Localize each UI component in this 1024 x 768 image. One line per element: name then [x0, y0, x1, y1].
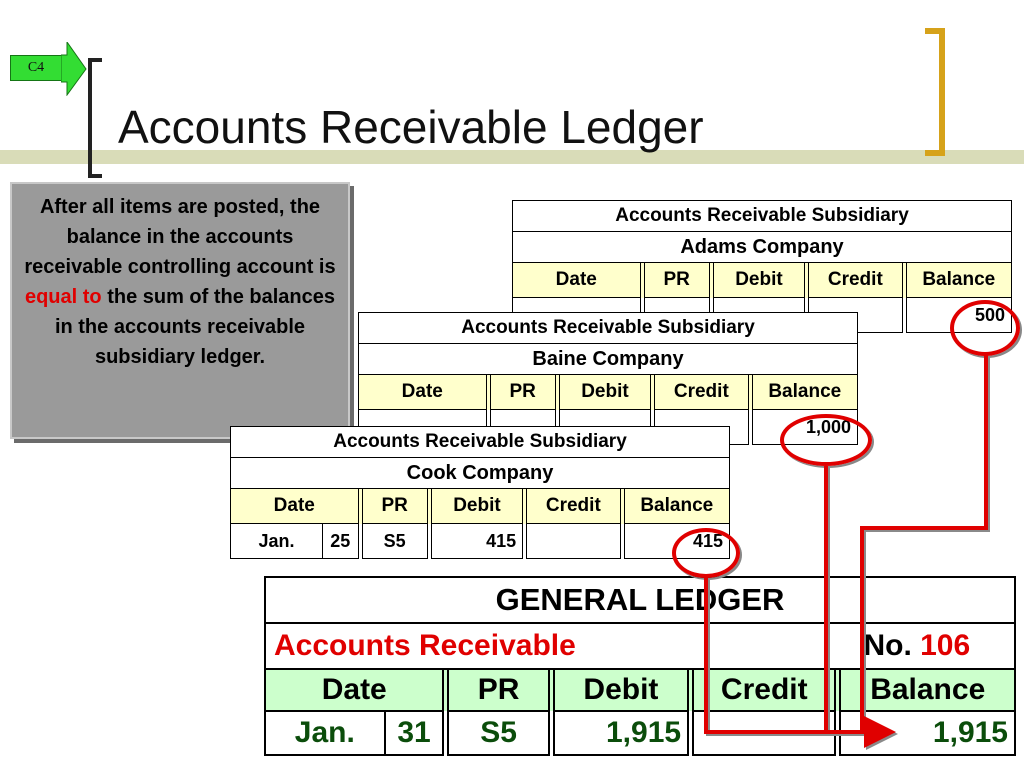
gl-debit-cell: 1,915	[552, 710, 690, 756]
col-header-debit: Debit	[558, 374, 652, 410]
col-header-date: Date	[512, 262, 641, 298]
col-header-pr: PR	[361, 488, 428, 524]
subsidiary-name: Cook Company	[230, 457, 730, 489]
col-header-balance: Balance	[751, 374, 859, 410]
account-number-value: 106	[920, 629, 971, 662]
subsidiary-title: Accounts Receivable Subsidiary	[230, 426, 730, 458]
col-header-pr: PR	[489, 374, 556, 410]
gl-col-header-balance: Balance	[839, 668, 1016, 712]
col-header-balance: Balance	[905, 262, 1013, 298]
general-ledger-title: GENERAL LEDGER	[264, 576, 1016, 624]
gl-date-day-cell: 31	[383, 710, 445, 756]
date-day-cell: 25	[322, 523, 359, 559]
col-header-debit: Debit	[712, 262, 806, 298]
gl-col-header-date: Date	[263, 668, 445, 712]
explanation-note: After all items are posted, the balance …	[10, 182, 350, 439]
col-header-date: Date	[230, 488, 359, 524]
credit-cell	[526, 523, 621, 559]
col-header-date: Date	[358, 374, 487, 410]
account-name: Accounts Receivable	[263, 622, 836, 670]
subsidiary-title: Accounts Receivable Subsidiary	[512, 200, 1012, 232]
col-header-debit: Debit	[430, 488, 524, 524]
left-bracket-decoration	[88, 58, 102, 178]
subsidiary-name: Adams Company	[512, 231, 1012, 263]
slide-title: Accounts Receivable Ledger	[118, 101, 704, 153]
note-highlight: equal to	[24, 286, 102, 308]
callout-circle-adams	[950, 300, 1020, 356]
date-month-cell: Jan.	[229, 523, 324, 559]
subsidiary-card-cook: Accounts Receivable Subsidiary Cook Comp…	[229, 426, 731, 559]
gl-col-header-debit: Debit	[552, 668, 690, 712]
connector-line-cook	[704, 578, 888, 734]
arrow-right-icon	[61, 42, 87, 96]
right-bracket-decoration	[925, 28, 945, 156]
note-text-before: After all items are posted, the balance …	[24, 196, 336, 278]
title-underline-band	[0, 150, 1024, 164]
callout-circle-cook	[672, 528, 740, 578]
account-number: No. 106	[835, 622, 1016, 670]
pr-cell: S5	[361, 523, 428, 559]
callout-circle-baine	[780, 414, 872, 466]
connector-line-baine	[824, 466, 888, 734]
general-ledger-table: GENERAL LEDGER Accounts Receivable No. 1…	[263, 576, 1016, 756]
col-header-balance: Balance	[623, 488, 731, 524]
gl-date-month-cell: Jan.	[264, 710, 386, 756]
connector-line-adams	[860, 355, 988, 748]
subsidiary-card-baine: Accounts Receivable Subsidiary Baine Com…	[358, 312, 859, 445]
subsidiary-title: Accounts Receivable Subsidiary	[358, 312, 858, 344]
debit-cell: 415	[430, 523, 524, 559]
note-text-after: the sum of the balances in the accounts …	[54, 286, 336, 368]
gl-pr-cell: S5	[447, 710, 550, 756]
col-header-credit: Credit	[526, 488, 621, 524]
gl-col-header-credit: Credit	[692, 668, 837, 712]
gl-col-header-pr: PR	[447, 668, 550, 712]
col-header-pr: PR	[643, 262, 710, 298]
account-number-label: No.	[863, 629, 912, 662]
